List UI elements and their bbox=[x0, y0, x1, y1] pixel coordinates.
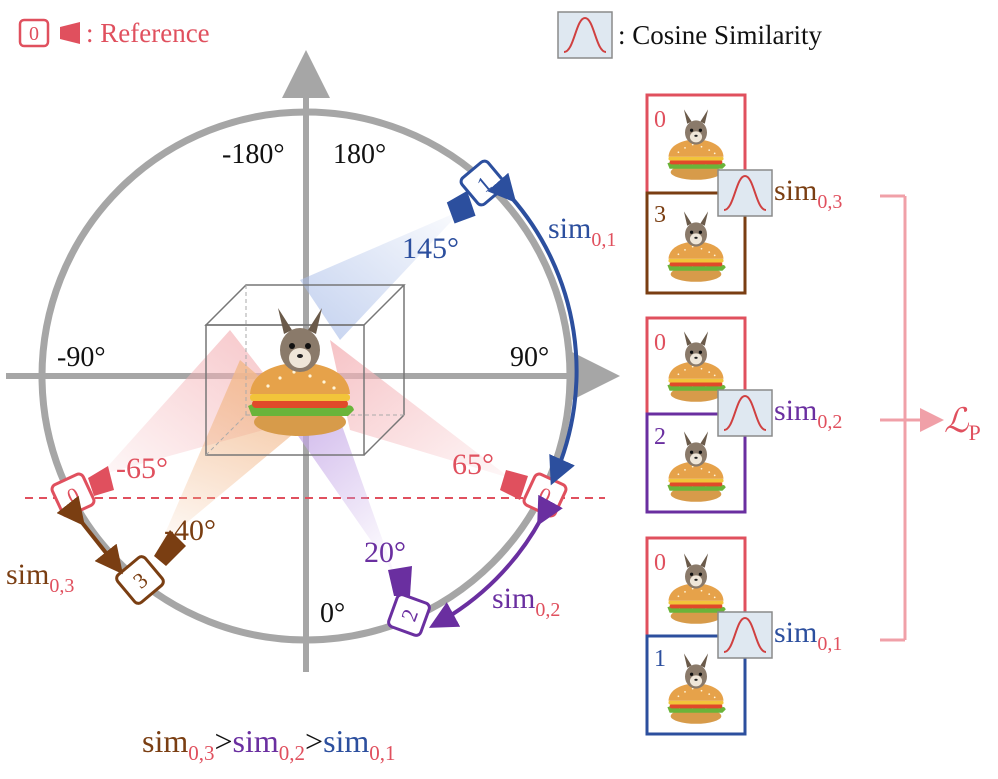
axis-label-pos180: 180° bbox=[333, 139, 386, 170]
panel-view-label: 3 bbox=[654, 202, 666, 228]
panel-ref-label: 0 bbox=[654, 550, 666, 576]
panel-ref-label: 0 bbox=[654, 107, 666, 133]
bottom-inequality: sim0,3>sim0,2>sim0,1 bbox=[142, 723, 396, 765]
camera-lens-icon bbox=[60, 22, 80, 44]
camera-3: 3 bbox=[115, 530, 186, 605]
view-cone-2 bbox=[280, 410, 395, 575]
axis-label-pos90: 90° bbox=[510, 342, 549, 373]
cosine-similarity-icon bbox=[717, 611, 773, 659]
view-cone-1 bbox=[300, 210, 462, 340]
panel-pair-01: 0 1 sim0,1 bbox=[645, 536, 842, 736]
panel-ref-label: 0 bbox=[654, 330, 666, 356]
panel-pair-02: 0 2 sim0,2 bbox=[645, 316, 842, 514]
camera-1-angle: 145° bbox=[402, 232, 459, 265]
legend-reference: 0 : Reference bbox=[18, 18, 210, 48]
loss-bracket bbox=[880, 194, 944, 642]
cosine-similarity-icon bbox=[717, 169, 773, 217]
loss-label: ℒP bbox=[944, 403, 981, 445]
axis-label-neg90: -90° bbox=[57, 342, 106, 373]
camera-1: 1 bbox=[446, 159, 507, 224]
legend-cosine-text: : Cosine Similarity bbox=[618, 20, 823, 50]
camera-ref-right-angle: 65° bbox=[452, 448, 494, 481]
axis-label-zero: 0° bbox=[320, 598, 345, 629]
camera-2: 2 bbox=[387, 566, 431, 637]
camera-ref-left-angle: -65° bbox=[116, 452, 168, 485]
view-cone-ref-right bbox=[330, 340, 510, 478]
camera-2-angle: 20° bbox=[364, 536, 406, 569]
panel-sim03-label: sim0,3 bbox=[774, 174, 842, 213]
circle-sim02-label: sim0,2 bbox=[492, 582, 560, 621]
legend-reference-cam-number: 0 bbox=[29, 23, 39, 45]
arc-sim01 bbox=[487, 172, 579, 486]
panel-view-label: 2 bbox=[654, 424, 666, 450]
circle-sim03-label: sim0,3 bbox=[6, 558, 74, 597]
reference-camera-icon bbox=[18, 18, 50, 48]
arc-sim03 bbox=[56, 495, 123, 575]
axis-label-neg180: -180° bbox=[222, 139, 285, 170]
panel-view-label: 1 bbox=[654, 646, 666, 672]
panel-sim02-label: sim0,2 bbox=[774, 394, 842, 433]
legend-reference-text: : Reference bbox=[86, 18, 210, 48]
camera-3-angle: -40° bbox=[164, 514, 216, 547]
circle-sim01-label: sim0,1 bbox=[548, 212, 616, 251]
panel-sim01-label: sim0,1 bbox=[774, 616, 842, 655]
cosine-similarity-icon bbox=[717, 389, 773, 437]
view-cone-ref-left bbox=[100, 330, 300, 475]
panel-pair-03: 0 3 sim0,3 bbox=[645, 93, 842, 295]
arc-sim02 bbox=[428, 494, 563, 628]
legend-cosine: : Cosine Similarity bbox=[557, 11, 823, 59]
cosine-similarity-icon bbox=[557, 11, 613, 59]
